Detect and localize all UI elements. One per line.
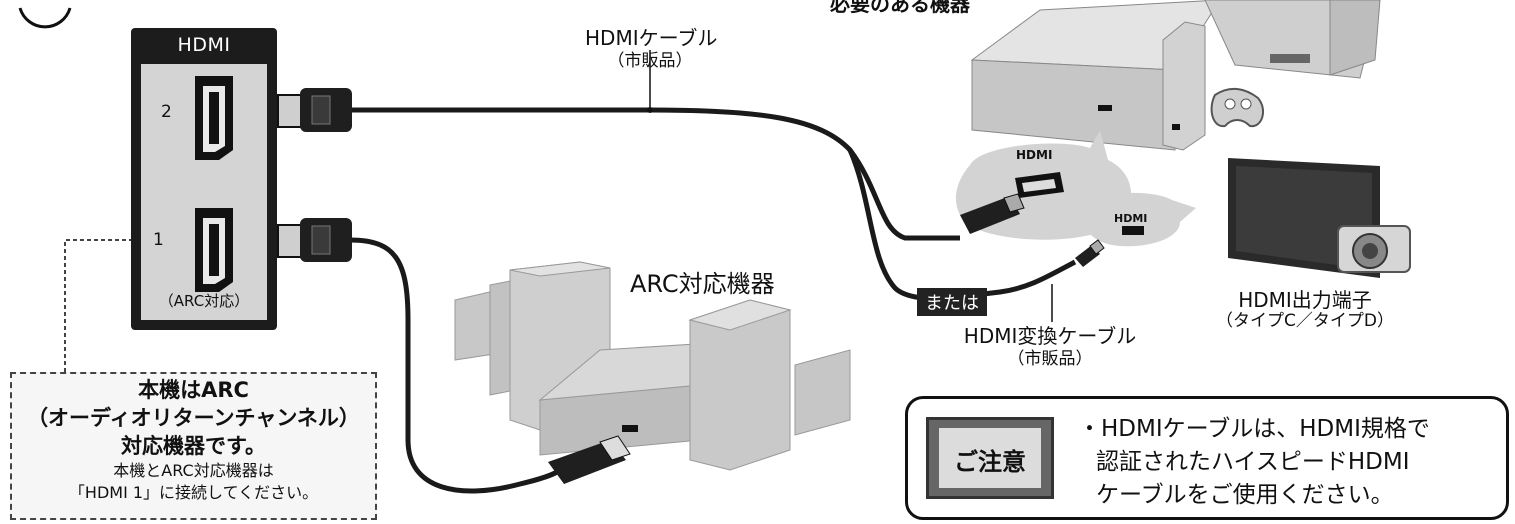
notice-line2: 認証されたハイスピードHDMI	[1096, 449, 1410, 475]
notice-line1: ・HDMIケーブルは、HDMI規格で	[1078, 416, 1430, 442]
gamepad-icon	[1210, 87, 1265, 128]
panel-title: HDMI	[177, 34, 231, 56]
step-number-circle	[18, 7, 72, 29]
port-2-number: 2	[161, 102, 172, 122]
arc-device-label: ARC対応機器	[630, 270, 775, 298]
bubble-hdmi-small-label: HDMI	[1114, 212, 1148, 225]
hdmi-terminal-panel: HDMI 2 1 （ARC対応）	[131, 28, 277, 330]
notice-tag: ご注意	[926, 417, 1054, 499]
hdmi-bubble-small	[1084, 192, 1196, 247]
conv-cable-label: HDMI変換ケーブル	[963, 324, 1137, 348]
hdmi-plug-bottom	[277, 218, 352, 262]
hdmi-cable-note: （市販品）	[607, 51, 693, 71]
arc-callout-line1: 本機はARC	[138, 378, 249, 402]
bubble-hdmi-label: HDMI	[1016, 148, 1053, 162]
or-badge: または	[917, 288, 987, 316]
arc-callout-line3: 対応機器です。	[121, 434, 266, 458]
hdmi-port-2-icon	[195, 76, 233, 160]
hdmi-plug-top	[277, 88, 352, 132]
port-1-arc-note: （ARC対応）	[158, 292, 250, 310]
micro-plug-bubble	[1075, 239, 1105, 267]
hdmi-port-1-icon	[195, 208, 233, 292]
hdmi-plug-bubble	[960, 193, 1025, 234]
notice-tag-label: ご注意	[954, 448, 1026, 476]
hdmi-ports	[195, 76, 233, 292]
laptop-illustration	[1204, 0, 1381, 79]
conv-cable-note: （市販品）	[1007, 349, 1093, 369]
top-devices-label: 必要のある機器	[830, 0, 970, 16]
hdmi-cable-top	[350, 107, 960, 241]
arc-device-illustration	[454, 261, 851, 471]
port-1-number: 1	[153, 230, 164, 250]
notice-box: ご注意 ・HDMIケーブルは、HDMI規格で 認証されたハイスピードHDMI ケ…	[905, 396, 1509, 520]
camera-icon	[1337, 225, 1411, 273]
player-device-illustration	[970, 0, 1221, 151]
notice-text: ・HDMIケーブルは、HDMI規格で 認証されたハイスピードHDMI ケーブルを…	[1078, 413, 1430, 512]
arc-callout-line2: （オーディオリターンチャンネル）	[27, 406, 360, 430]
cable-label-pointer	[647, 107, 653, 113]
hdmi-plug-arc	[548, 435, 631, 484]
arc-cable	[349, 237, 562, 494]
notice-line3: ケーブルをご使用ください。	[1096, 482, 1394, 508]
panel-inner	[141, 64, 267, 320]
arc-callout-line5: 「HDMI 1」に接続してください。	[68, 483, 319, 502]
arc-callout: 本機はARC （オーディオリターンチャンネル） 対応機器です。 本機とARC対応…	[10, 372, 377, 520]
out-port-label: HDMI出力端子	[1238, 288, 1372, 312]
notice-tag-inner: ご注意	[939, 428, 1041, 488]
hdmi-cable-label: HDMIケーブル	[585, 26, 718, 50]
arc-callout-line4: 本機とARC対応機器は	[113, 461, 274, 480]
conv-cable	[847, 148, 1077, 302]
out-port-type: （タイプC／タイプD）	[1216, 311, 1394, 331]
